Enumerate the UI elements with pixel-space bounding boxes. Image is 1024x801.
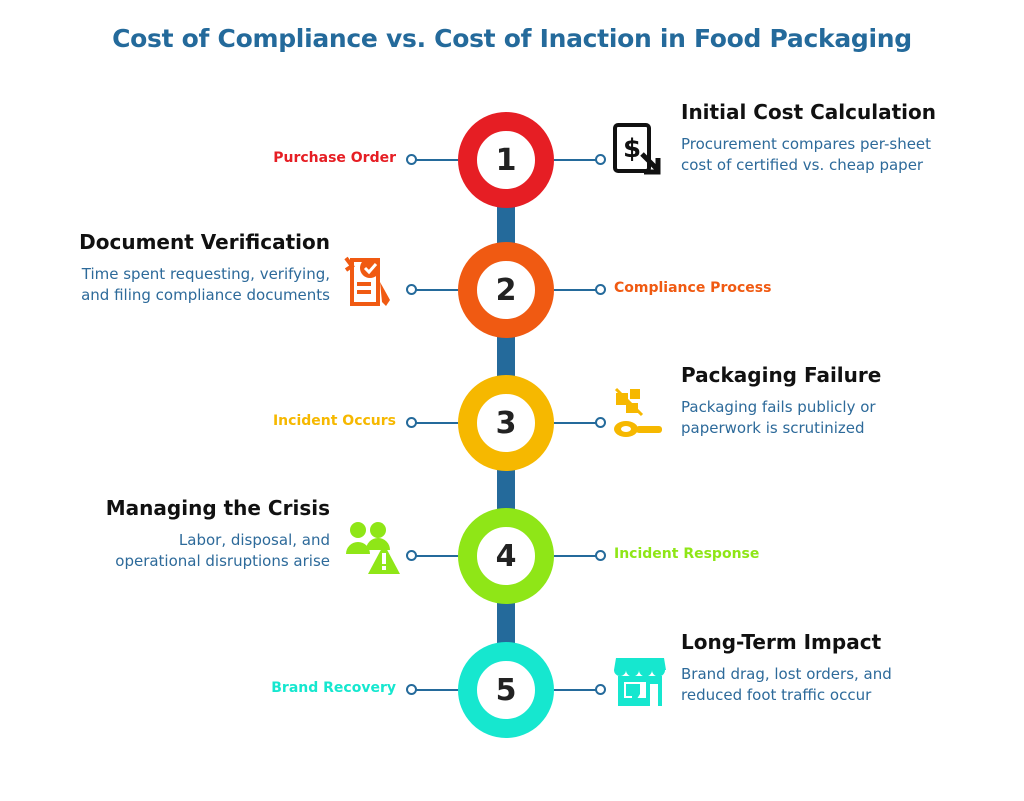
connector-dot-left <box>406 550 417 561</box>
connector-dot-right <box>595 684 606 695</box>
step-heading: Document Verification <box>79 230 330 254</box>
connector-dot-left <box>406 284 417 295</box>
page-title: Cost of Compliance vs. Cost of Inaction … <box>112 24 912 53</box>
connector-left <box>413 159 458 161</box>
connector-dot-right <box>595 417 606 428</box>
step-description: Packaging fails publicly or paperwork is… <box>681 398 876 437</box>
step-circle-3: 3 <box>458 375 554 471</box>
step-heading: Managing the Crisis <box>105 496 330 520</box>
step-heading: Packaging Failure <box>681 363 882 387</box>
step-number: 1 <box>495 142 517 178</box>
connector-right <box>554 422 598 424</box>
connector-dot-right <box>595 154 606 165</box>
step-number: 4 <box>495 538 517 574</box>
step-5: Brand Recovery 5 Long-Term Impact Brand … <box>0 630 1024 740</box>
phase-label-purchase-order: Purchase Order <box>273 150 396 166</box>
step-description: Brand drag, lost orders, and reduced foo… <box>681 665 892 704</box>
connector-dot-left <box>406 154 417 165</box>
people-warning-icon <box>344 520 400 576</box>
connector-left <box>413 422 458 424</box>
connector-left <box>413 689 458 691</box>
phase-label-incident-occurs: Incident Occurs <box>272 413 396 429</box>
connector-left <box>413 555 458 557</box>
step-number: 2 <box>495 272 517 308</box>
broken-package-icon <box>612 387 668 443</box>
step-heading: Long-Term Impact <box>681 630 882 654</box>
connector-right <box>554 689 598 691</box>
connector-dot-right <box>595 284 606 295</box>
step-circle-2: 2 <box>458 242 554 338</box>
step-circle-1: 1 <box>458 112 554 208</box>
connector-right <box>554 555 598 557</box>
connector-right <box>554 289 598 291</box>
connector-dot-right <box>595 550 606 561</box>
step-2: Document Verification Time spent request… <box>0 230 1024 340</box>
step-description: Procurement compares per-sheet cost of c… <box>681 135 932 174</box>
step-circle-5: 5 <box>458 642 554 738</box>
step-4: Managing the Crisis Labor, disposal, and… <box>0 496 1024 606</box>
svg-text:$: $ <box>623 134 641 164</box>
step-heading: Initial Cost Calculation <box>681 100 936 124</box>
store-thumbs-down-icon <box>612 654 668 710</box>
phase-label-incident-response: Incident Response <box>614 546 760 562</box>
step-3: Incident Occurs 3 Packaging Failure Pack… <box>0 363 1024 473</box>
connector-right <box>554 159 598 161</box>
checklist-clipboard-icon <box>344 254 400 310</box>
step-number: 5 <box>495 672 517 708</box>
connector-left <box>413 289 458 291</box>
connector-dot-left <box>406 417 417 428</box>
step-description: Time spent requesting, verifying, and fi… <box>81 265 330 304</box>
step-description: Labor, disposal, and operational disrupt… <box>115 531 330 570</box>
step-circle-4: 4 <box>458 508 554 604</box>
dollar-document-icon: $ <box>612 122 668 178</box>
phase-label-compliance-process: Compliance Process <box>614 280 772 296</box>
phase-label-brand-recovery: Brand Recovery <box>271 680 396 696</box>
step-number: 3 <box>495 405 517 441</box>
step-1: Purchase Order 1 $ Initial Cost Calculat… <box>0 100 1024 210</box>
connector-dot-left <box>406 684 417 695</box>
